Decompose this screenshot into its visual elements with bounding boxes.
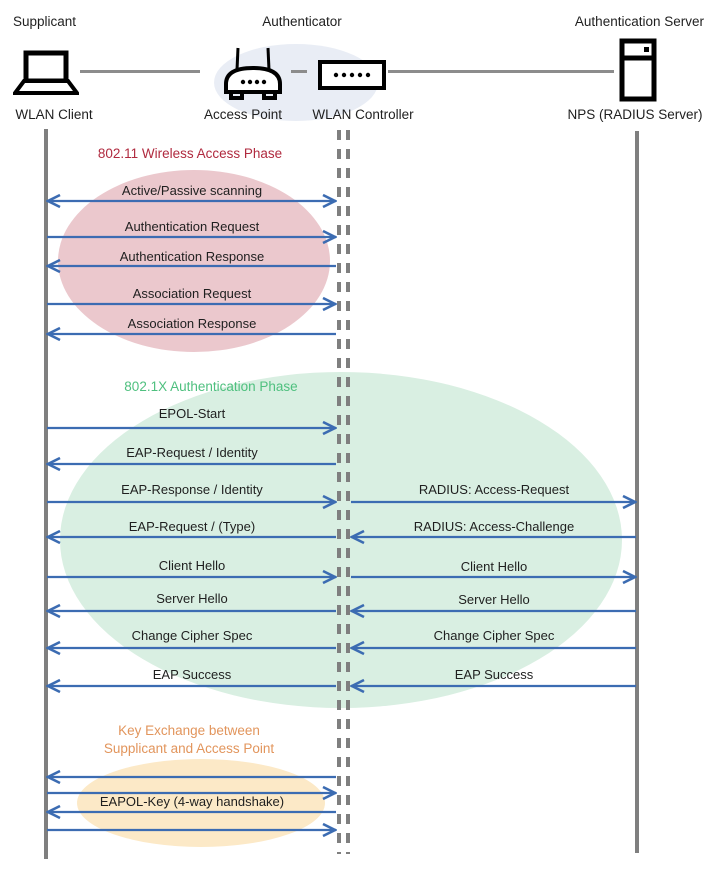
message-arrow-right — [47, 420, 337, 436]
message-label: Client Hello — [460, 559, 528, 574]
message-label: RADIUS: Access-Request — [418, 482, 570, 497]
message-label: EAP-Request / (Type) — [128, 519, 256, 534]
message-label: Active/Passive scanning — [121, 183, 263, 198]
message-arrow-left — [46, 258, 336, 274]
phase-key-exchange-title-line2: Supplicant and Access Point — [103, 741, 275, 756]
role-authentication-server-label: Authentication Server — [574, 14, 704, 29]
message-label: Change Cipher Spec — [433, 628, 555, 643]
message-label: EAP-Request / Identity — [126, 445, 258, 460]
role-supplicant-label: Supplicant — [13, 14, 77, 29]
message-label: Association Request — [132, 286, 252, 301]
controller-lifeline-dashed-left — [337, 130, 341, 854]
message-arrow-left — [350, 678, 636, 694]
message-arrow-right — [351, 569, 637, 585]
access-point-icon — [224, 47, 282, 100]
message-arrow-left — [350, 640, 636, 656]
message-label: RADIUS: Access-Challenge — [413, 519, 575, 534]
phase-key-exchange-ellipse — [77, 759, 325, 847]
role-authenticator-label: Authenticator — [262, 14, 342, 29]
wlan-controller-icon — [318, 60, 386, 90]
server-lifeline — [635, 131, 639, 853]
link-ap-to-controller — [291, 70, 307, 73]
message-label: EAPOL-Key (4-way handshake) — [99, 794, 285, 809]
controller-lifeline-dashed-right — [346, 130, 350, 854]
message-arrow-right — [47, 785, 337, 801]
access-point-label: Access Point — [203, 107, 283, 122]
message-label: Server Hello — [458, 592, 530, 607]
message-label: EAP Success — [454, 667, 534, 682]
message-arrow-right — [47, 494, 337, 510]
message-arrow-left — [46, 678, 336, 694]
message-arrow-left — [46, 456, 336, 472]
phase-key-exchange-title-line1: Key Exchange between — [118, 723, 260, 738]
link-client-to-ap — [80, 70, 200, 73]
message-arrow-left — [46, 326, 336, 342]
supplicant-lifeline — [44, 129, 48, 859]
message-label: Authentication Response — [119, 249, 265, 264]
message-arrow-left — [46, 769, 336, 785]
server-icon — [619, 38, 657, 102]
message-arrow-left — [350, 603, 636, 619]
message-arrow-right — [351, 494, 637, 510]
message-arrow-right — [47, 822, 337, 838]
message-label: Client Hello — [158, 558, 226, 573]
message-arrow-right — [47, 296, 337, 312]
message-arrow-right — [47, 569, 337, 585]
laptop-icon — [13, 50, 79, 95]
message-arrow-left — [46, 603, 336, 619]
message-label: EAP Success — [152, 667, 232, 682]
wlan-client-label: WLAN Client — [15, 107, 93, 122]
message-arrow-both — [46, 193, 337, 209]
link-controller-to-server — [388, 70, 614, 73]
wlan-controller-label: WLAN Controller — [312, 107, 414, 122]
message-arrow-right — [47, 229, 337, 245]
message-label: Server Hello — [156, 591, 228, 606]
phase-802-11-title: 802.11 Wireless Access Phase — [97, 146, 283, 161]
message-label: EAP-Response / Identity — [121, 482, 263, 497]
message-label: Change Cipher Spec — [131, 628, 253, 643]
message-arrow-left — [46, 529, 336, 545]
nps-radius-server-label: NPS (RADIUS Server) — [567, 107, 703, 122]
message-label: Association Response — [127, 316, 257, 331]
message-arrow-left — [46, 640, 336, 656]
phase-802-1x-title: 802.1X Authentication Phase — [124, 379, 298, 394]
message-label: EPOL-Start — [158, 406, 226, 421]
message-label: Authentication Request — [124, 219, 260, 234]
message-arrow-left — [46, 804, 336, 820]
message-arrow-left — [350, 529, 636, 545]
